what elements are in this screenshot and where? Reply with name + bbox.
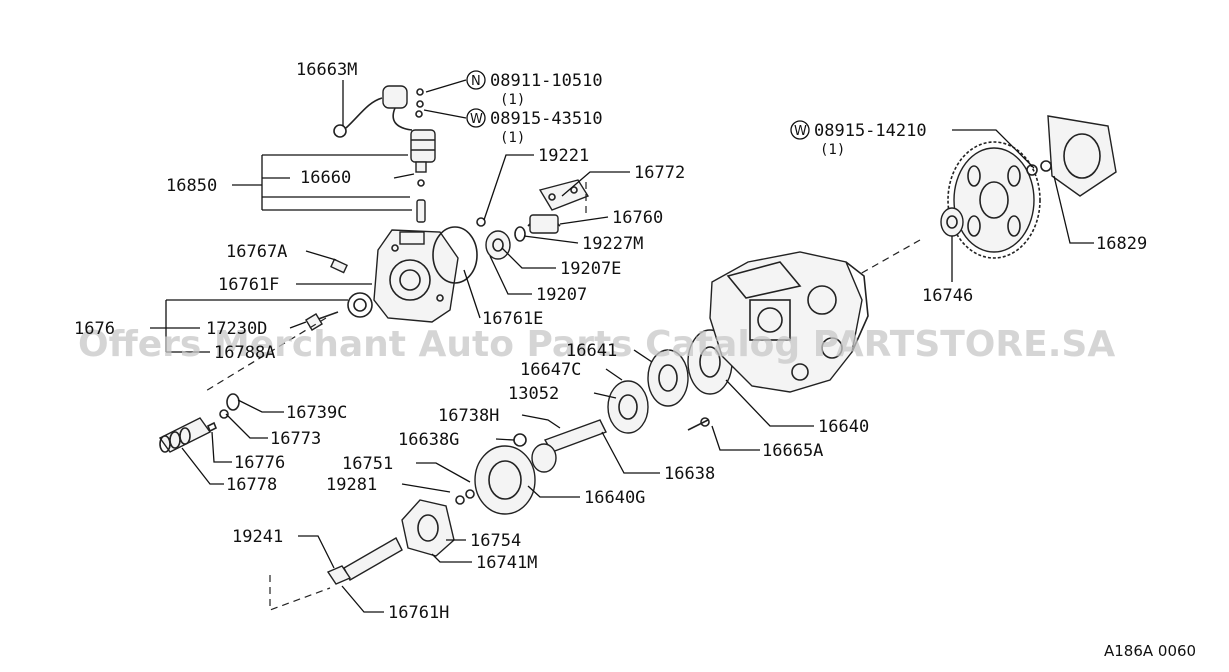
leader-lines: [150, 79, 1094, 613]
label-16773: 16773: [270, 429, 321, 449]
part-labels: 16663M 08911-10510 (1) 08915-43510 (1) 0…: [74, 60, 1147, 623]
label-08915-43510-qty: (1): [500, 130, 525, 146]
label-16647C: 16647C: [520, 360, 581, 380]
marker-n-letter: N: [471, 74, 481, 89]
label-16761H: 16761H: [388, 603, 449, 623]
label-19281: 19281: [326, 475, 377, 495]
label-19207: 19207: [536, 285, 587, 305]
axis-lines: [203, 182, 921, 611]
label-16641: 16641: [566, 341, 617, 361]
marker-w-08915b: W: [790, 120, 810, 140]
label-16850: 16850: [166, 176, 217, 196]
label-08915-14210-qty: (1): [820, 142, 845, 158]
pump-head-drawing: [373, 226, 478, 323]
screws-left-drawing: [305, 258, 373, 331]
nozzle-16778-drawing: [158, 393, 240, 453]
label-13052: 13052: [508, 384, 559, 404]
label-16761F: 16761F: [218, 275, 279, 295]
marker-w-letter: W: [470, 112, 483, 127]
label-16776: 16776: [234, 453, 285, 473]
label-19207E: 19207E: [560, 259, 621, 279]
label-16751: 16751: [342, 454, 393, 474]
label-16640: 16640: [818, 417, 869, 437]
label-16663M: 16663M: [296, 60, 357, 80]
label-16788A: 16788A: [214, 343, 275, 363]
figure-reference: A186A 0060: [1104, 642, 1196, 660]
label-16640G: 16640G: [584, 488, 645, 508]
marker-w-letter: W: [794, 124, 807, 139]
label-16665A: 16665A: [762, 441, 823, 461]
label-08911-qty: (1): [500, 92, 525, 108]
label-16746: 16746: [922, 286, 973, 306]
gear-16829-drawing: [940, 115, 1117, 259]
marker-n-08911: N: [466, 70, 486, 90]
label-16772: 16772: [634, 163, 685, 183]
label-16741M: 16741M: [476, 553, 537, 573]
valve-parts-drawing: [476, 179, 590, 260]
label-1676-partial: 1676: [74, 319, 115, 339]
label-16778: 16778: [226, 475, 277, 495]
label-08915-43510: 08915-43510: [490, 109, 603, 129]
label-16660: 16660: [300, 168, 351, 188]
watermark-text: Offers Merchant Auto Parts Catalog PARTS…: [78, 324, 1115, 365]
label-17230D: 17230D: [206, 319, 267, 339]
label-16754: 16754: [470, 531, 521, 551]
pump-housing-drawing: [709, 251, 869, 393]
label-19221: 19221: [538, 146, 589, 166]
label-19241: 19241: [232, 527, 283, 547]
drive-assembly-drawing: [326, 329, 733, 585]
label-16739C: 16739C: [286, 403, 347, 423]
label-16738H: 16738H: [438, 406, 499, 426]
label-16638G: 16638G: [398, 430, 459, 450]
marker-w-08915a: W: [466, 108, 486, 128]
label-19227M: 19227M: [582, 234, 643, 254]
label-16761E: 16761E: [482, 309, 543, 329]
sensor-16663M-drawing: [333, 85, 424, 138]
label-16767A: 16767A: [226, 242, 287, 262]
label-16760: 16760: [612, 208, 663, 228]
solenoid-16660-drawing: [410, 129, 436, 223]
label-08915-14210: 08915-14210: [814, 121, 927, 141]
label-16829: 16829: [1096, 234, 1147, 254]
label-08911-10510: 08911-10510: [490, 71, 603, 91]
label-16638: 16638: [664, 464, 715, 484]
